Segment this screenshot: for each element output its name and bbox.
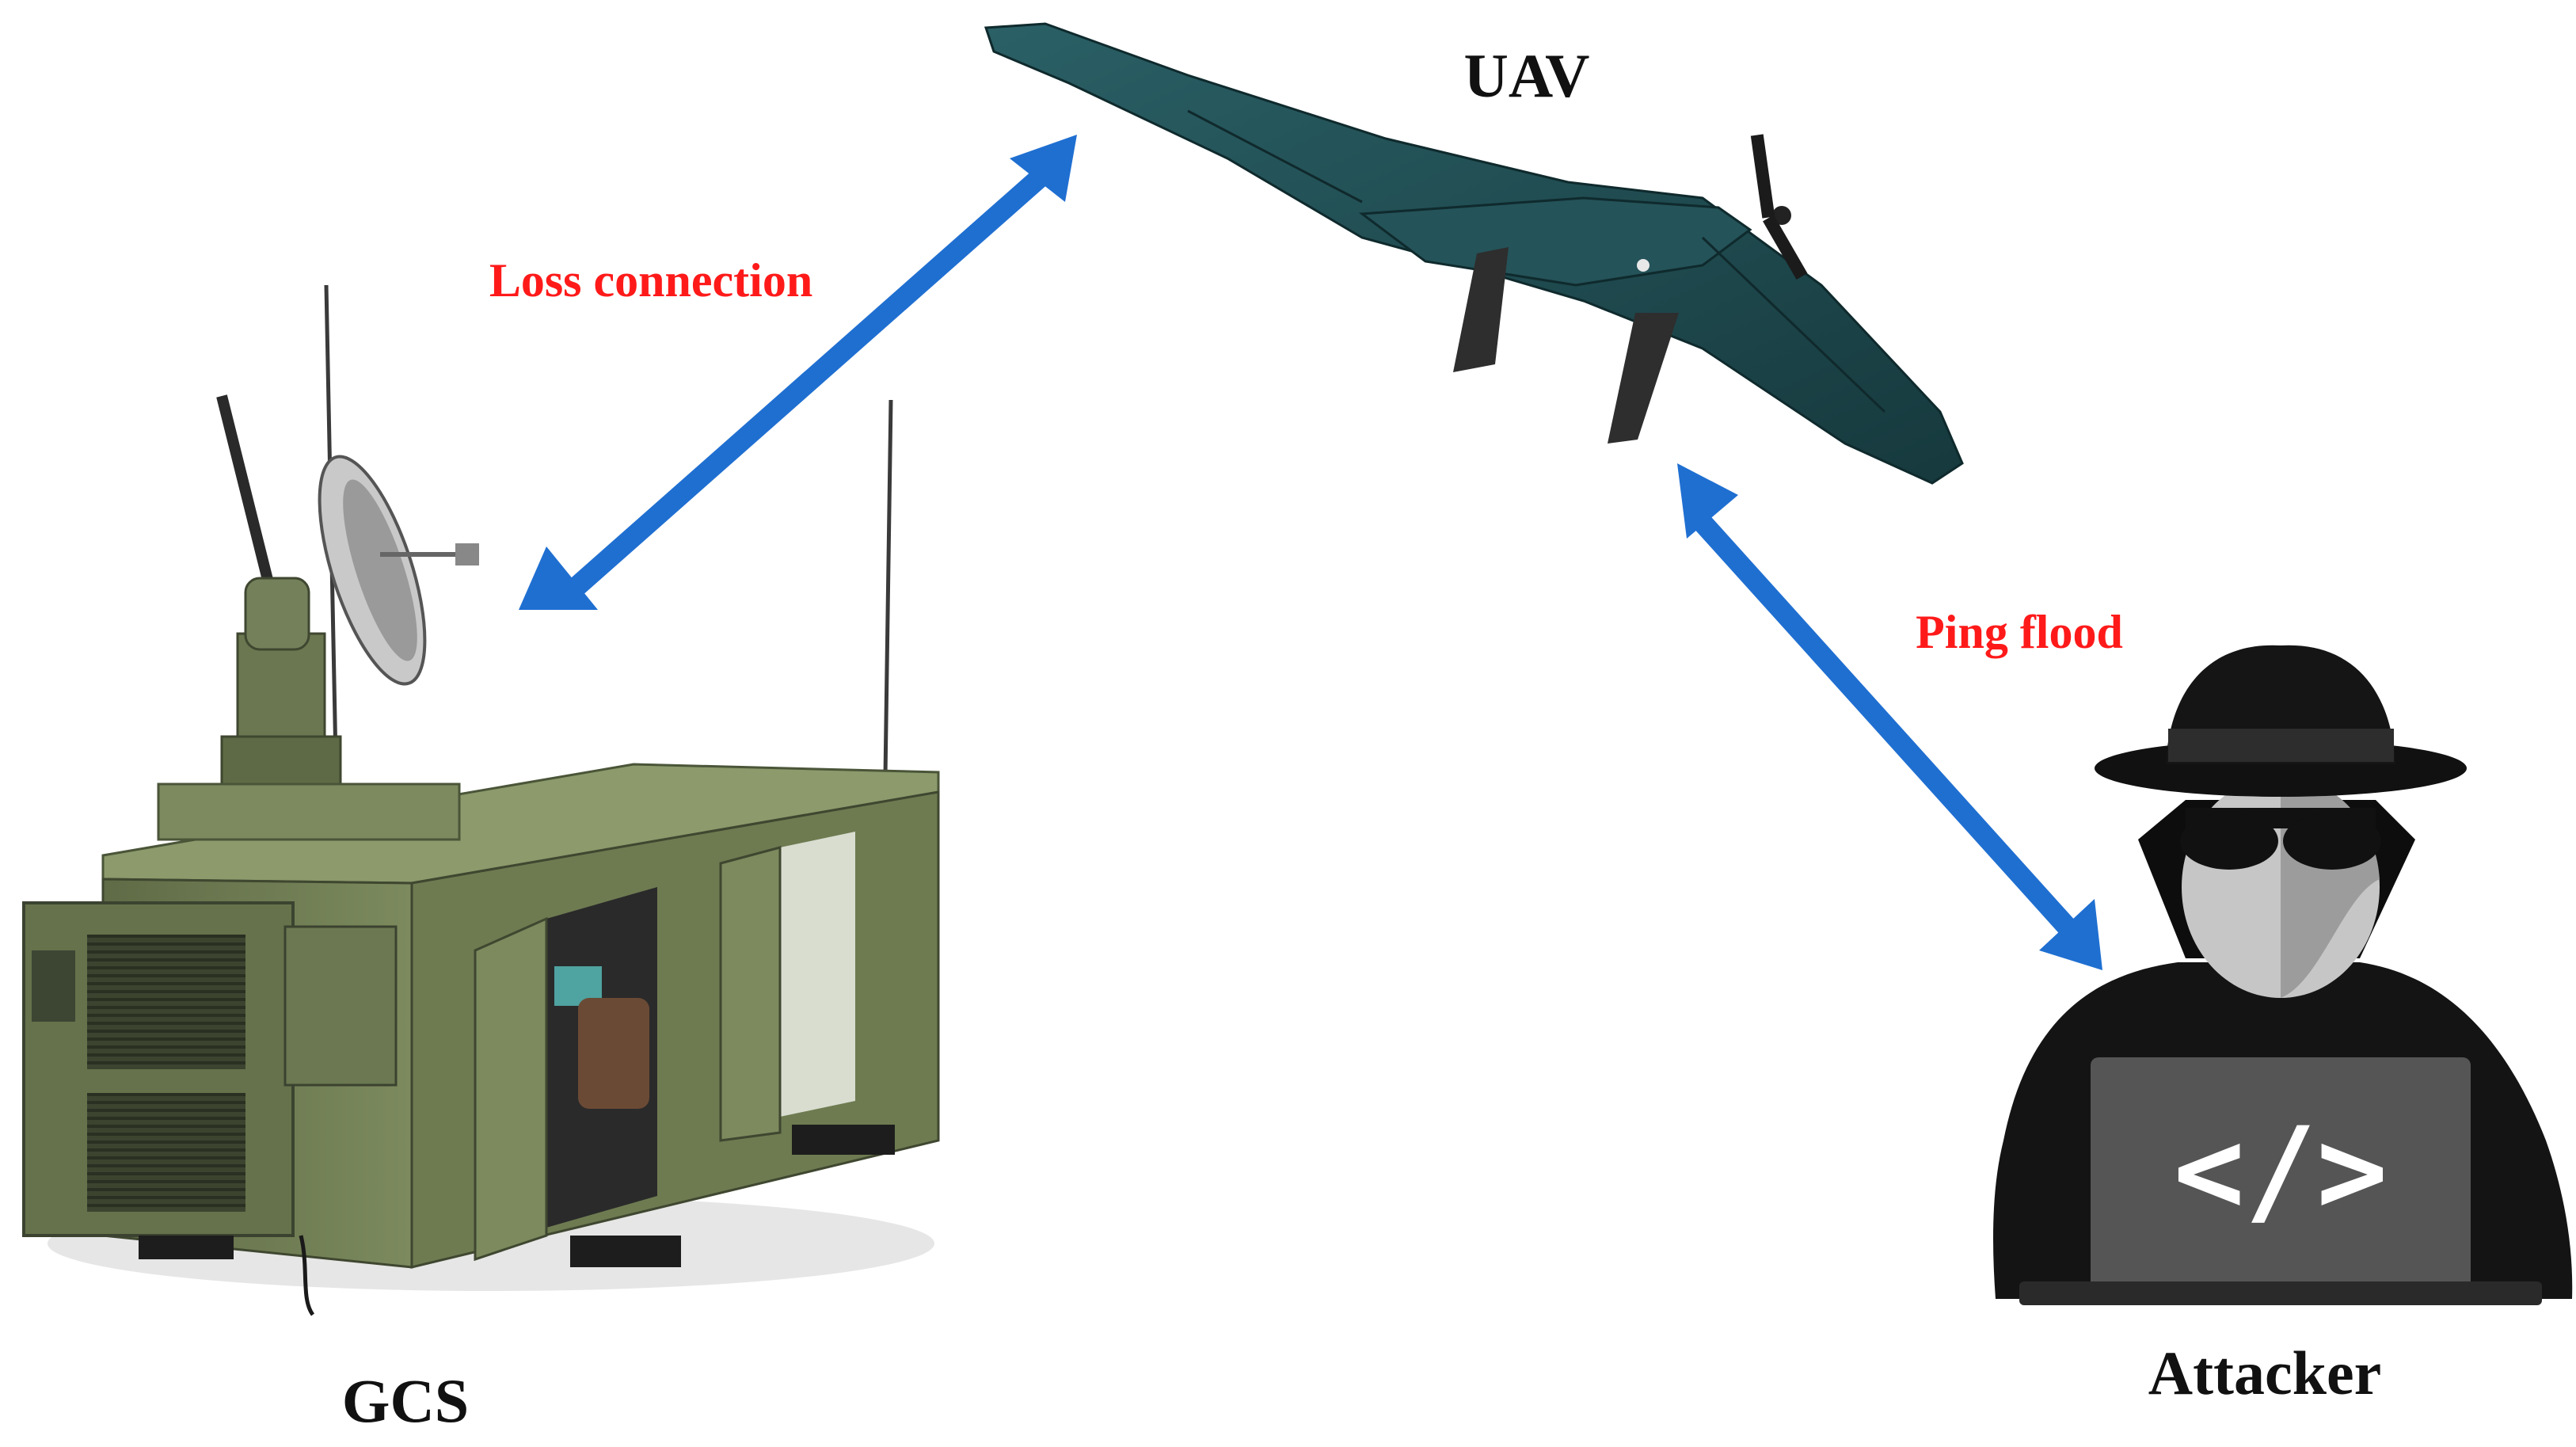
arrowhead-uav-end [1677, 463, 1738, 539]
hooded-hacker-with-laptop-icon: </> [1993, 645, 2573, 1305]
arrowhead-gcs-end [519, 546, 598, 610]
attacker-label: Attacker [2148, 1338, 2382, 1407]
laptop-code-glyph: </> [2174, 1102, 2388, 1240]
door-icon [474, 916, 548, 1262]
loss-connection-label: Loss connection [489, 254, 812, 307]
uav-label: UAV [1464, 41, 1590, 110]
ping-flood-label: Ping flood [1916, 606, 2123, 658]
fixed-wing-drone-icon [984, 22, 1964, 485]
gcs-label: GCS [342, 1366, 469, 1435]
satellite-dish-icon [318, 455, 479, 686]
operator-chair-icon [578, 998, 649, 1109]
door-icon [719, 846, 782, 1142]
gcs-uav-link-arrow [519, 135, 1077, 610]
attacker-uav-link-arrow [1677, 463, 2102, 970]
antenna-icon [883, 399, 893, 777]
arrowhead-attacker-end [2039, 899, 2102, 970]
arrowhead-uav-end [1010, 135, 1077, 202]
laptop-icon: </> [2019, 1057, 2542, 1305]
fan-icon [32, 950, 75, 1022]
sunglasses-icon [2180, 808, 2381, 870]
propeller-icon [1750, 134, 1808, 280]
fedora-hat-icon [2095, 645, 2467, 797]
shelter-with-satellite-dish-icon [22, 284, 940, 1316]
